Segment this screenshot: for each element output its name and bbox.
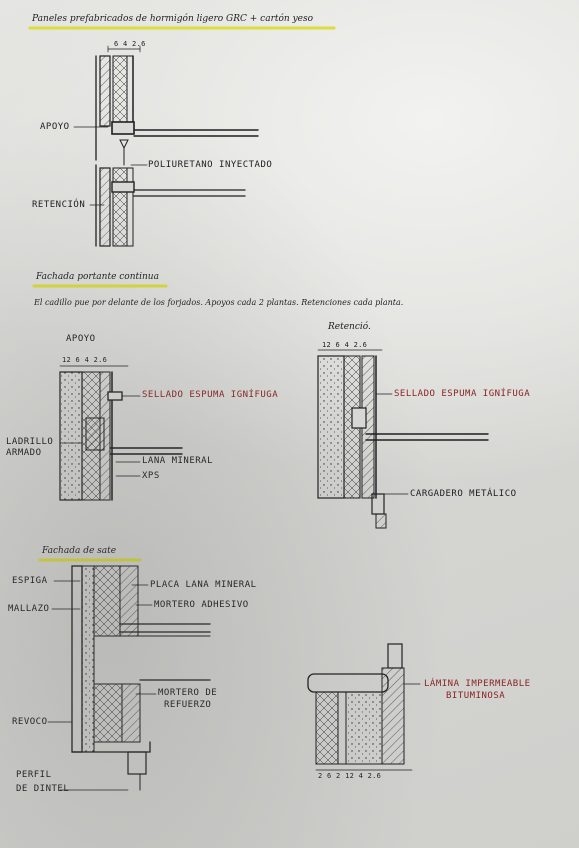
label-placa-lana: PLACA LANA MINERAL bbox=[150, 580, 257, 590]
label-retencion: RETENCIÓN bbox=[32, 200, 86, 210]
detail-grc-panel bbox=[73, 45, 259, 247]
label-lamina-2: BITUMINOSA bbox=[446, 691, 506, 701]
section-title-sate: Fachada de sate bbox=[42, 546, 117, 556]
title-retencion: Retenció. bbox=[328, 322, 371, 332]
label-xps: XPS bbox=[142, 471, 160, 481]
title-apoyo: APOYO bbox=[66, 334, 96, 344]
label-cargadero: CARGADERO METÁLICO bbox=[410, 489, 517, 499]
label-perfil-2: DE DINTEL bbox=[16, 784, 70, 794]
label-ladrillo: LADRILLO bbox=[6, 437, 54, 447]
label-lana-mineral: LANA MINERAL bbox=[142, 456, 214, 466]
label-revoco: REVOCO bbox=[12, 717, 48, 727]
detail-parapet bbox=[307, 643, 421, 771]
label-lamina-1: LÁMINA IMPERMEABLE bbox=[424, 679, 531, 689]
label-mortero-refuerzo-2: REFUERZO bbox=[164, 700, 212, 710]
dims-grc: 6 4 2.6 bbox=[114, 40, 146, 48]
label-mortero-adhesivo: MORTERO ADHESIVO bbox=[154, 600, 249, 610]
dims-apoyo: 12 6 4 2.6 bbox=[62, 356, 108, 364]
label-sellado-right: SELLADO ESPUMA IGNÍFUGA bbox=[394, 389, 531, 399]
label-espiga: ESPIGA bbox=[12, 576, 48, 586]
section-title-grc: Paneles prefabricados de hormigón ligero… bbox=[32, 14, 314, 24]
label-perfil-1: PERFIL bbox=[16, 770, 52, 780]
detail-retencion bbox=[317, 349, 489, 529]
label-mallazo: MALLAZO bbox=[8, 604, 50, 614]
label-mortero-refuerzo-1: MORTERO DE bbox=[158, 688, 218, 698]
detail-sate bbox=[47, 565, 211, 791]
label-poliuretano: POLIURETANO INYECTADO bbox=[148, 160, 273, 170]
label-sellado-left: SELLADO ESPUMA IGNÍFUGA bbox=[142, 390, 279, 400]
dims-parapet: 2 6 2 12 4 2.6 bbox=[318, 772, 382, 780]
label-armado: ARMADO bbox=[6, 448, 42, 458]
detail-apoyo bbox=[59, 365, 183, 501]
section-title-portante: Fachada portante continua bbox=[36, 272, 159, 282]
section-note-portante: El cadillo pue por delante de los forjad… bbox=[34, 298, 404, 307]
label-apoyo: APOYO bbox=[40, 122, 70, 132]
dims-retencion: 12 6 4 2.6 bbox=[322, 341, 368, 349]
